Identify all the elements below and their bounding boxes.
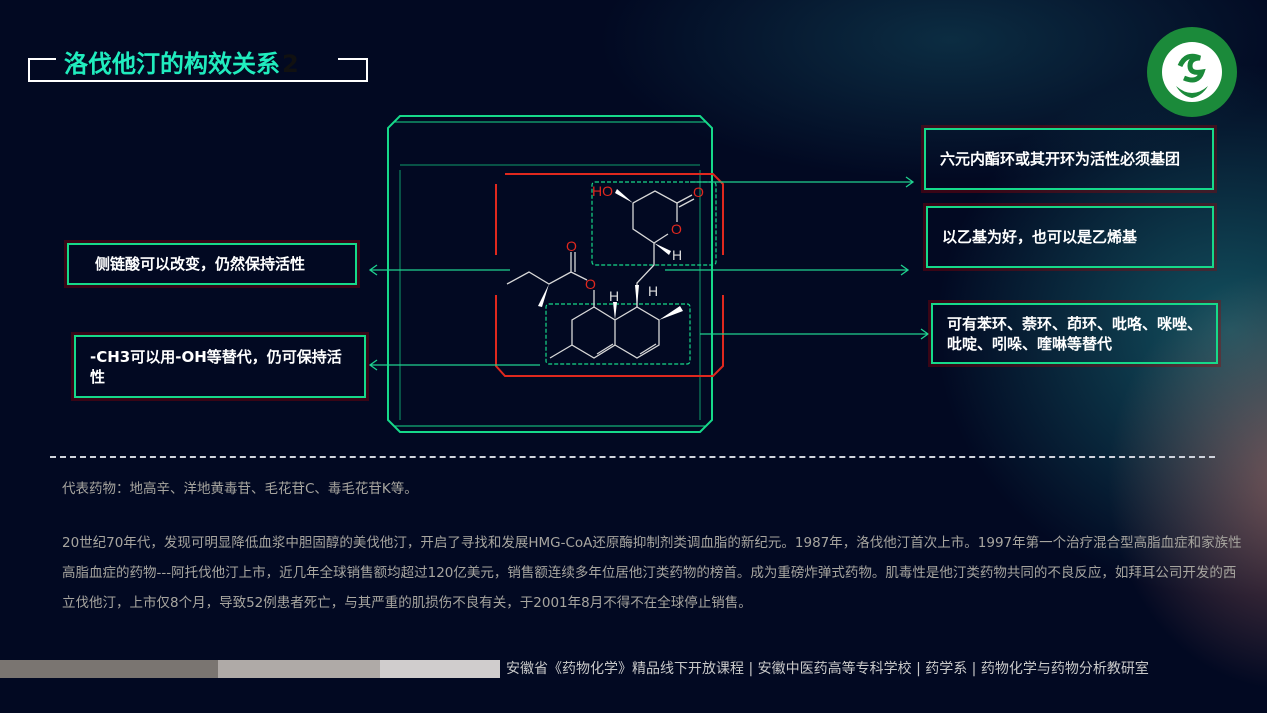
atom-label: H [648, 283, 658, 299]
title-frame-line [28, 58, 56, 60]
annotation-text: 六元内酯环或其开环为活性必须基团 [940, 150, 1181, 168]
atom-label: HO [592, 183, 613, 199]
page-title-text: 洛伐他汀的构效关系 [64, 50, 280, 78]
annotation-box-methyl: -CH3可以用-OH等替代，仍可保持活性 [74, 335, 366, 398]
page-title-suffix: 2 [282, 50, 299, 78]
molecule-bonds [506, 190, 695, 359]
atom-label: H [609, 288, 619, 304]
school-logo [1147, 27, 1237, 117]
footer-bar-segment [218, 660, 380, 678]
footer-bar-segment [0, 660, 218, 678]
footer-text: 安徽省《药物化学》精品线下开放课程 | 安徽中医药高等专科学校 | 药学系 | … [506, 661, 1149, 677]
annotation-text: 以乙基为好，也可以是乙烯基 [942, 228, 1138, 246]
divider [50, 456, 1215, 458]
atom-label: O [585, 276, 596, 292]
molecule-wedges [538, 189, 683, 320]
annotation-text: 可有苯环、萘环、茚环、吡咯、咪唑、吡啶、吲哚、喹啉等替代 [947, 314, 1203, 353]
atom-label: H [672, 247, 682, 263]
atom-label: O [693, 184, 704, 200]
title-frame [28, 58, 368, 82]
annotation-text: 侧链酸可以改变，仍然保持活性 [95, 255, 306, 273]
outer-frame [387, 115, 713, 433]
annotation-box-side-chain: 侧链酸可以改变，仍然保持活性 [67, 243, 357, 285]
body-paragraph: 20世纪70年代，发现可明显降低血浆中胆固醇的美伐他汀，开启了寻找和发展HMG-… [62, 535, 1242, 611]
dashed-highlight [545, 181, 717, 365]
title-frame-line [338, 58, 368, 60]
atom-label: O [671, 221, 682, 237]
page-title: 洛伐他汀的构效关系2 [64, 44, 299, 79]
representative-drugs: 代表药物：地高辛、洋地黄毒苷、毛花苷C、毒毛花苷K等。 [62, 481, 418, 497]
annotation-box-ring: 可有苯环、萘环、茚环、吡咯、咪唑、吡啶、吲哚、喹啉等替代 [931, 303, 1218, 364]
atom-label: O [566, 238, 577, 254]
red-frame [495, 173, 724, 377]
annotation-box-lactone: 六元内酯环或其开环为活性必须基团 [924, 128, 1214, 190]
annotation-box-ethyl: 以乙基为好，也可以是乙烯基 [926, 206, 1214, 268]
footer-bar-segment [380, 660, 500, 678]
arrows [368, 176, 930, 371]
annotation-text: -CH3可以用-OH等替代，仍可保持活性 [90, 347, 342, 386]
